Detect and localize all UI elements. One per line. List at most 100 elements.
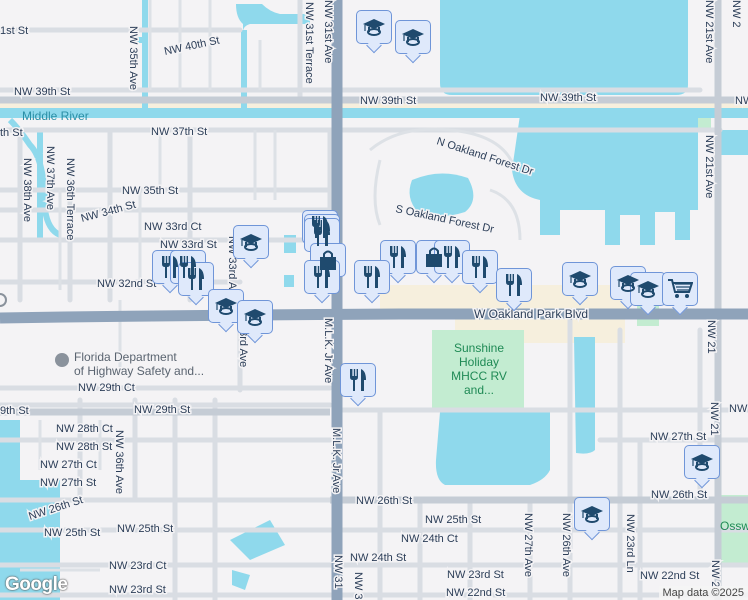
street-label: NW 28th Ct — [56, 423, 113, 435]
street-label: NW 26th St — [356, 495, 412, 507]
map-marker-school[interactable] — [574, 497, 610, 531]
map-marker-restaurant[interactable] — [304, 260, 340, 294]
arterial-roads — [0, 408, 748, 504]
map-marker-restaurant[interactable] — [380, 240, 416, 274]
street-label: NW 25th St — [425, 514, 481, 526]
street-label: NW 31st Terrace — [303, 2, 315, 84]
map-marker-restaurant[interactable] — [462, 250, 498, 284]
street-label: NW 27th Ave — [522, 513, 534, 577]
school-icon — [402, 29, 424, 46]
map-marker-restaurant[interactable] — [354, 260, 390, 294]
poi-label: MHCC RV — [451, 369, 507, 383]
street-label: NW 2 — [730, 0, 742, 28]
poi-sunshine-holiday[interactable]: Sunshine Holiday MHCC RV and... — [451, 341, 507, 397]
street-label: NW 35th St — [122, 185, 178, 197]
street-label: NW 24th Ct — [401, 533, 458, 545]
map-marker-school[interactable] — [356, 10, 392, 44]
street-label: NW 3 — [352, 572, 364, 600]
lake-south — [435, 412, 550, 485]
street-label: 1st St — [0, 25, 28, 37]
street-label: NW 37th Ave — [44, 146, 56, 210]
map-marker-school[interactable] — [237, 300, 273, 334]
restaurant-icon — [314, 224, 330, 246]
street-label: NW 39th St — [360, 95, 416, 107]
school-icon — [244, 309, 266, 326]
street-label: NW 32nd St — [97, 278, 156, 290]
map-attribution: Map data ©2025 — [658, 586, 748, 600]
restaurant-icon — [364, 266, 380, 288]
street-label: NW 31 — [332, 555, 344, 589]
street-label: NW 27th Ct — [40, 459, 97, 471]
map-marker-school[interactable] — [684, 445, 720, 479]
street-label: NW 25th St — [44, 527, 100, 539]
pond — [409, 173, 474, 216]
pond — [720, 130, 748, 155]
park-label: Ossw — [720, 519, 748, 533]
restaurant-icon — [314, 266, 330, 288]
street-label: W Oakland Park Blvd — [474, 307, 588, 321]
canal-pond — [574, 337, 595, 454]
poi-icon — [0, 293, 7, 307]
shopping-bag-icon — [320, 250, 336, 270]
restaurant-icon — [188, 268, 204, 290]
map-marker-school[interactable] — [630, 272, 666, 306]
google-logo: Google — [5, 574, 68, 595]
map-marker-restaurant[interactable] — [340, 363, 376, 397]
map-marker-school[interactable] — [233, 225, 269, 259]
street-label: NW 39th St — [540, 92, 596, 104]
street-label: NW 27th St — [40, 477, 96, 489]
park-sunshine — [432, 330, 524, 410]
school-icon — [215, 298, 237, 315]
restaurant-icon — [162, 256, 178, 278]
canal-southwest — [0, 420, 60, 600]
school-icon — [569, 271, 591, 288]
street-label: NW 25th St — [117, 523, 173, 535]
school-icon — [363, 19, 385, 36]
street-label: NW 33rd St — [160, 239, 217, 251]
street-label: 9th St — [0, 405, 29, 417]
school-icon — [240, 234, 262, 251]
poi-florida-dept[interactable]: Florida Department of Highway Safety and… — [55, 349, 206, 380]
map-marker-restaurant[interactable] — [178, 262, 214, 296]
street-label: th St — [0, 127, 23, 139]
pond — [284, 275, 294, 287]
restaurant-icon — [472, 256, 488, 278]
lake-northeast — [512, 115, 698, 245]
street-label: NW 37th St — [151, 126, 207, 138]
poi-label: Holiday — [459, 355, 499, 369]
street-label: NW 24th St — [350, 552, 406, 564]
street-label: NW 21 — [708, 402, 720, 436]
street-label: NW 23rd St — [109, 584, 166, 596]
street-label: NW 29th St — [134, 404, 190, 416]
map-marker-school[interactable] — [395, 20, 431, 54]
street-label: M.L.K. Jr Ave — [330, 428, 342, 493]
map-marker-restaurant[interactable] — [496, 268, 532, 302]
school-icon — [581, 506, 603, 523]
street-label: NW 39th St — [14, 86, 70, 98]
street-label: NW 38th Ave — [21, 158, 33, 222]
street-label: NW 23rd St — [447, 569, 504, 581]
street-label: NW 2 — [735, 95, 748, 107]
school-icon — [617, 275, 639, 292]
poi-label: and... — [464, 383, 494, 397]
map-marker-shopping-cart[interactable] — [662, 272, 698, 306]
street-label: NW 31st Ave — [322, 0, 334, 63]
street-label: NW 22nd St — [446, 587, 505, 599]
street-label: NW — [729, 403, 748, 415]
map-marker-school[interactable] — [562, 262, 598, 296]
street-label: NW 26th St — [651, 489, 707, 501]
street-label: NW 23rd Ln — [624, 514, 636, 573]
pond-southwest — [230, 520, 285, 590]
government-icon — [55, 353, 69, 367]
poi-label: Florida Department — [74, 350, 177, 364]
street-label: NW 23rd Ct — [109, 560, 166, 572]
street-label: NW 22nd St — [640, 570, 699, 582]
restaurant-icon — [444, 246, 460, 268]
poi-label: Sunshine — [454, 341, 504, 355]
shopping-cart-icon — [668, 279, 693, 298]
street-label: M.L.K. Jr Ave — [322, 318, 334, 383]
w-oakland-park-blvd-road — [0, 308, 748, 324]
restaurant-icon — [390, 246, 406, 268]
